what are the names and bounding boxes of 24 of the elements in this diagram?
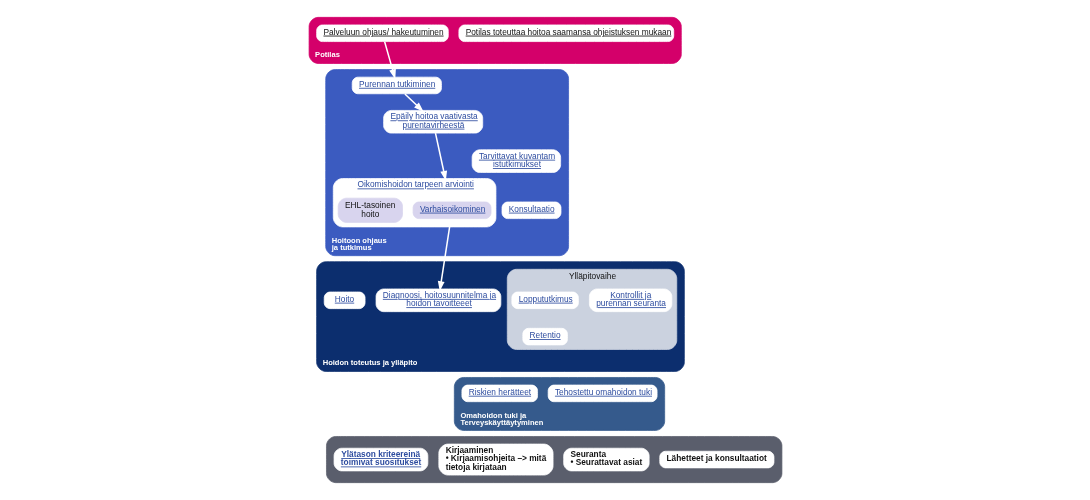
node-box: Diagnoosi, hoitosuunnitelma ja hoidon tavoitteeet [375, 288, 501, 313]
node-box: Retentio [521, 327, 568, 346]
node-box: Kontrollit ja purennan seuranta [588, 288, 672, 313]
arrow [437, 226, 450, 292]
node-box: Seuranta • Seurattavat asiat [562, 447, 650, 472]
node-box: Palveluun ohjaus/ hakeutuminen [315, 24, 449, 42]
node-box: Riskien herätteet [461, 384, 538, 403]
node-box: Loppututkimus [510, 291, 579, 309]
node-box: Epäily hoitoa vaativasta purentavirheestä [382, 110, 483, 134]
node-box: Tarvittavat kuvantamistutkimukset [471, 149, 561, 173]
node-box: Purennan tutkiminen [351, 76, 442, 95]
arrow [434, 132, 447, 181]
node-box: EHL-tasoinen hoito [337, 197, 403, 223]
node-box: Hoito [323, 291, 365, 309]
node-box: Kirjaaminen • Kirjaamisohjeita –> mitä tietoja kirjataan [437, 443, 553, 476]
cluster [325, 436, 782, 483]
node-box: Lähetteet ja konsultaatiot [658, 450, 774, 469]
arrow [403, 93, 424, 112]
node-box: Ylätason kriteereinä toimivat suositukset [333, 447, 428, 472]
node-box: Potilas toteuttaa hoitoa saamansa ohjeistuksen mukaan [458, 24, 674, 42]
node-box: Tehostettu omahoidon tuki [547, 384, 657, 403]
node-box: Konsultaatio [501, 201, 561, 219]
node-box: Varhaisoikominen [412, 201, 491, 219]
arrow [383, 40, 396, 80]
